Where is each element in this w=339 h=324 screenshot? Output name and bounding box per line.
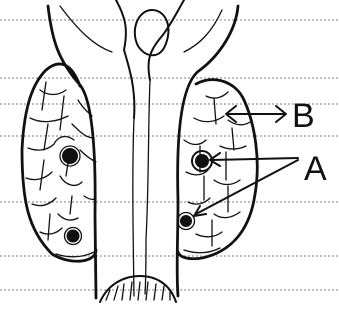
nodule-left-lower bbox=[65, 228, 82, 245]
notebook-lines bbox=[0, 20, 339, 290]
nodule-right-upper bbox=[192, 151, 212, 171]
arrow-a bbox=[194, 153, 298, 216]
label-a: A bbox=[304, 150, 327, 188]
bottom-base bbox=[100, 276, 176, 302]
label-b: B bbox=[292, 97, 315, 135]
right-lobe bbox=[178, 80, 257, 259]
arrow-b bbox=[226, 106, 286, 122]
nodules bbox=[60, 146, 212, 245]
nodule-right-lower bbox=[178, 213, 195, 230]
nodule-left-upper bbox=[60, 146, 80, 166]
